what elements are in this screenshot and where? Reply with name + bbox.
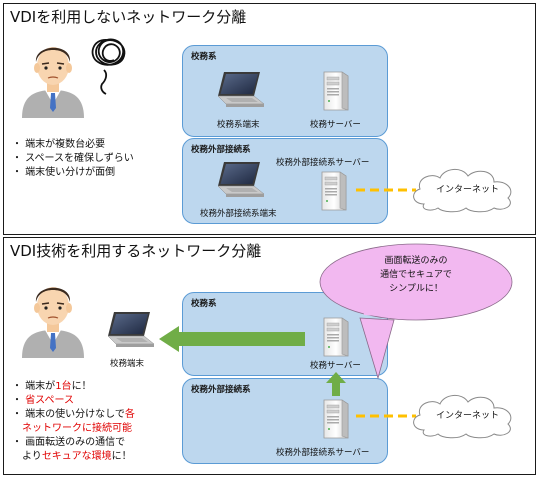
zone-title: 校務外部接続系: [191, 145, 251, 155]
bullet-item: ・ 端末の使い分けなしで各: [12, 409, 135, 420]
worried-person-icon: [18, 38, 88, 118]
server-label: 校務外部接続系サーバー: [276, 158, 370, 168]
bullet-item: ・ 画面転送のみの通信で: [12, 437, 126, 448]
zone-title: 校務系: [191, 299, 217, 309]
server-icon: [320, 396, 350, 440]
callout-text: 通信でセキュアで: [380, 270, 452, 280]
bullet-item: ・ 省スペース: [12, 395, 74, 406]
zone-title: 校務外部接続系: [191, 385, 251, 395]
callout-text: 画面転送のみの: [384, 256, 448, 266]
server-label: 校務サーバー: [310, 120, 361, 130]
panel-title: VDIを利用しないネットワーク分離: [10, 8, 247, 26]
screen-transfer-arrow: [159, 326, 305, 352]
laptop-icon: [104, 310, 156, 350]
server-icon: [318, 168, 348, 212]
laptop-icon: [214, 70, 266, 110]
connection-line: [356, 414, 416, 418]
bullet-item: ・ 端末が複数台必要: [12, 139, 106, 150]
connection-line: [356, 188, 416, 192]
server-icon: [320, 314, 350, 358]
zone-school-affairs: 校務系: [182, 45, 388, 137]
laptop-label: 校務系端末: [217, 120, 260, 130]
tangled-scribble-icon: [84, 32, 132, 96]
bullet-item: ・ 端末使い分けが面倒: [12, 167, 116, 178]
laptop-label: 校務外部接続系端末: [200, 209, 277, 219]
callout-text: シンプルに！: [389, 284, 443, 294]
panel-without-vdi: VDIを利用しないネットワーク分離 ・ 端末が複数台必要 ・ スペースを確保しず…: [3, 3, 536, 235]
cloud-label: インターネット: [436, 411, 500, 421]
zone-external-connection: 校務外部接続系: [182, 378, 388, 464]
panel-title: VDI技術を利用するネットワーク分離: [10, 242, 262, 260]
bullet-item: ・ 端末が1台に！: [12, 381, 92, 392]
bullet-item: ネットワークに接続可能: [22, 423, 132, 434]
zone-title: 校務系: [191, 52, 217, 62]
laptop-icon: [214, 160, 266, 200]
server-label: 校務サーバー: [310, 361, 361, 371]
laptop-label: 校務端末: [110, 359, 145, 369]
speech-callout: [304, 242, 528, 382]
upward-arrow: [326, 372, 346, 396]
server-icon: [320, 68, 350, 112]
cloud-label: インターネット: [436, 185, 500, 195]
zone-external-connection: 校務外部接続系: [182, 138, 388, 224]
server-label: 校務外部接続系サーバー: [276, 448, 370, 458]
bullet-item: よりセキュアな環境に！: [12, 451, 132, 462]
panel-with-vdi: VDI技術を利用するネットワーク分離 校務系 校務外部接続系 画面転送のみの 通…: [3, 237, 536, 475]
person-icon: [18, 278, 88, 358]
bullet-item: ・ スペースを確保しずらい: [12, 153, 134, 164]
